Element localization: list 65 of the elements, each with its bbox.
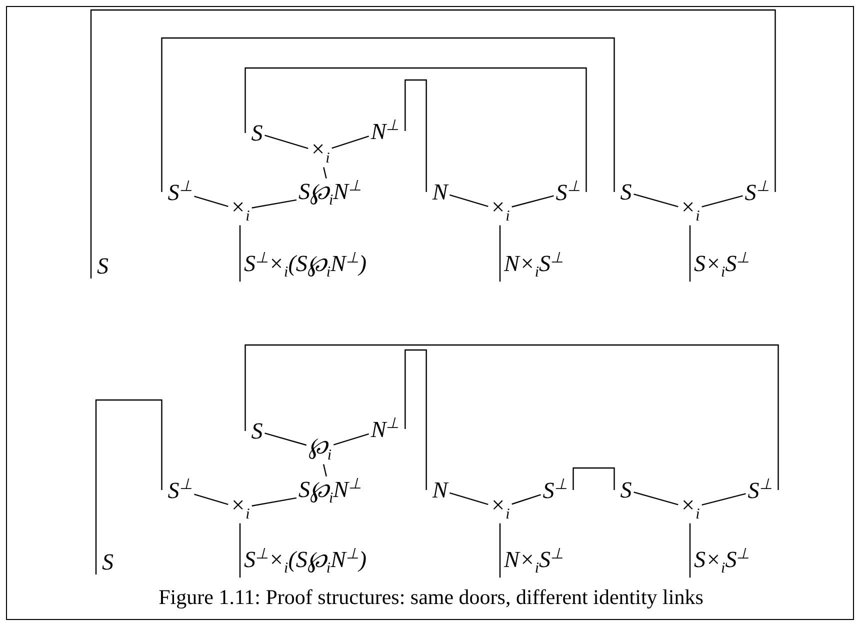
link-symbol: ℘$_{i}$ xyxy=(306,434,334,464)
link-line xyxy=(239,225,241,282)
conclusion-formula: S$^{⊥}$×$_{i}$(S℘$_{i}$N$^{⊥}$) xyxy=(242,546,369,578)
formula-label: N$^{⊥}$ xyxy=(368,416,402,442)
link-line xyxy=(689,523,691,578)
link-symbol: ×$_{i}$ xyxy=(228,492,252,524)
link-symbol: ×$_{i}$ xyxy=(678,492,702,524)
figure-caption: Figure 1.11: Proof structures: same doors, different identity links xyxy=(158,585,704,610)
link-symbol: ×$_{i}$ xyxy=(488,492,512,524)
link-line xyxy=(499,523,501,578)
link-symbol: ×$_{i}$ xyxy=(678,194,702,226)
link-line xyxy=(634,492,678,506)
link-line xyxy=(322,464,327,477)
link-line xyxy=(450,492,488,506)
formula-label: N xyxy=(430,478,450,502)
axiom-link xyxy=(161,37,615,192)
link-line xyxy=(512,195,554,208)
link-line xyxy=(702,493,746,506)
link-line xyxy=(702,195,743,208)
axiom-link xyxy=(95,399,162,574)
conclusion-formula: S$^{⊥}$×$_{i}$(S℘$_{i}$N$^{⊥}$) xyxy=(242,250,369,282)
axiom-link xyxy=(404,349,427,490)
link-symbol: ×$_{i}$ xyxy=(488,194,512,226)
link-line xyxy=(252,497,297,506)
conclusion-formula: S×$_{i}$S$^{⊥}$ xyxy=(692,546,752,578)
axiom-link xyxy=(90,9,776,278)
formula-label: S xyxy=(618,478,634,502)
link-line xyxy=(194,494,228,506)
link-line xyxy=(634,194,678,208)
link-line xyxy=(333,433,369,446)
link-line xyxy=(264,432,307,446)
conclusion-formula: S xyxy=(100,550,116,574)
link-line xyxy=(264,134,308,149)
conclusion-formula: N×$_{i}$S$^{⊥}$ xyxy=(502,546,566,578)
formula-label: S$^{⊥}$ xyxy=(746,477,774,503)
link-symbol: ×$_{i}$ xyxy=(228,194,252,226)
link-symbol: ×$_{i}$ xyxy=(308,136,332,168)
formula-label: S$^{⊥}$ xyxy=(554,179,582,205)
formula-label: S$^{⊥}$ xyxy=(540,477,570,503)
axiom-link xyxy=(244,67,587,192)
conclusion-formula: S×$_{i}$S$^{⊥}$ xyxy=(692,250,752,282)
formula-label: S℘$_{i}$N$^{⊥}$ xyxy=(296,178,364,210)
formula-label: S℘$_{i}$N$^{⊥}$ xyxy=(296,476,364,508)
formula-label: S$^{⊥}$ xyxy=(166,179,194,205)
formula-label: S$^{⊥}$ xyxy=(742,179,772,205)
link-line xyxy=(499,225,501,282)
link-line xyxy=(512,494,541,505)
formula-label: S$^{⊥}$ xyxy=(166,477,194,503)
formula-label: S xyxy=(618,180,634,204)
link-line xyxy=(194,196,228,208)
link-line xyxy=(332,136,370,149)
axiom-link xyxy=(404,79,427,192)
formula-label: S xyxy=(249,418,265,444)
link-line xyxy=(450,194,488,208)
formula-label: N xyxy=(430,180,450,204)
link-line xyxy=(323,167,327,179)
link-line xyxy=(239,523,241,578)
formula-label: S xyxy=(249,120,265,146)
conclusion-formula: N×$_{i}$S$^{⊥}$ xyxy=(502,250,566,282)
conclusion-formula: S xyxy=(95,254,110,278)
link-line xyxy=(689,225,691,282)
axiom-link xyxy=(572,467,615,490)
axiom-link xyxy=(244,344,779,490)
link-line xyxy=(252,199,297,208)
formula-label: N$^{⊥}$ xyxy=(368,118,402,144)
